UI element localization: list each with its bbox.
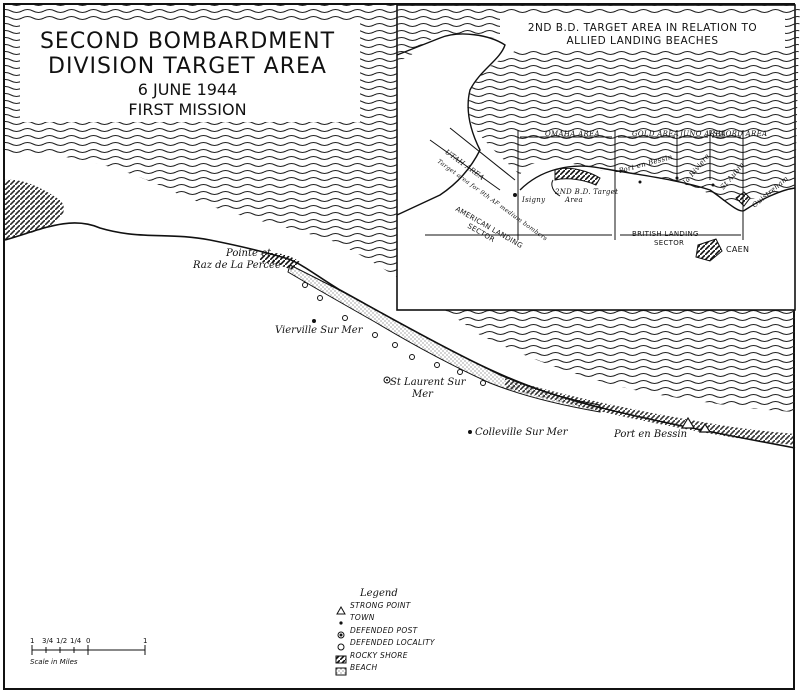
label-vierville: Vierville Sur Mer: [275, 325, 363, 336]
strong-points: [680, 416, 712, 433]
legend-item: BEACH: [350, 663, 378, 673]
title-line2: DIVISION TARGET AREA: [48, 53, 327, 79]
legend-item: DEFENDED POST: [350, 625, 418, 635]
legend: Legend STRONG POINT TOWN DEFENDED POST D…: [332, 588, 435, 674]
british-sector-2: SECTOR: [654, 239, 685, 247]
scale-caption: Scale in Miles: [30, 658, 78, 666]
label-st-laurent-2: Mer: [412, 389, 433, 400]
inset-title: 2ND B.D. TARGET AREA IN RELATION TO ALLI…: [527, 22, 758, 47]
defended-localities: [302, 282, 486, 386]
beach-strip: [287, 264, 601, 413]
label-port-en-bessin: Port en Bessin: [614, 429, 688, 440]
area-sword: SWORD AREA: [713, 130, 768, 138]
british-sector-1: BRITISH LANDING: [632, 230, 699, 238]
label-pointe: Pointe et: [226, 248, 272, 259]
towns: [312, 319, 472, 434]
title-mission: FIRST MISSION: [128, 100, 247, 120]
title-line1: SECOND BOMBARDMENT: [39, 29, 336, 54]
legend-title: Legend: [360, 588, 398, 599]
title-date: 6 JUNE 1944: [137, 80, 238, 100]
target-label-1: 2ND B.D. Target: [555, 188, 619, 196]
legend-item: STRONG POINT: [350, 600, 411, 610]
label-colleville: Colleville Sur Mer: [475, 427, 568, 438]
town-isigny: Isigny: [522, 196, 546, 204]
label-pointe-2: Raz de La Percée: [193, 260, 281, 271]
town-caen: CAEN: [726, 245, 750, 254]
scale-bar: [31, 645, 146, 655]
label-st-laurent-1: St Laurent Sur: [390, 377, 466, 388]
legend-item: DEFENDED LOCALITY: [350, 638, 435, 648]
legend-symbols: [335, 605, 347, 676]
legend-item: TOWN: [350, 613, 375, 623]
area-gold: GOLD AREA: [632, 130, 680, 138]
map-title: SECOND BOMBARDMENT DIVISION TARGET AREA …: [20, 29, 355, 120]
legend-item: ROCKY SHORE: [350, 650, 408, 660]
rocky-shore: [505, 378, 795, 445]
area-omaha: OMAHA AREA: [545, 130, 600, 138]
target-label-2: Area: [565, 196, 583, 204]
area-juno: JUNO AREA: [680, 130, 726, 138]
